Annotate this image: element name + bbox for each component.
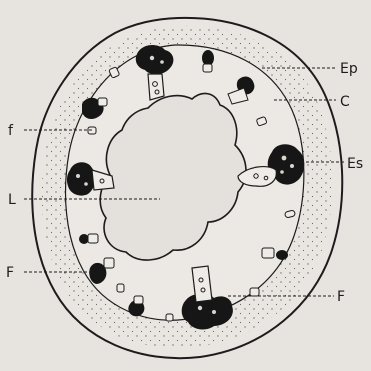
- label-small-bundle: f: [8, 123, 14, 139]
- label-epidermis: Ep: [340, 61, 358, 77]
- label-lacuna: L: [8, 192, 16, 208]
- label-bundle-right: F: [337, 289, 345, 305]
- label-bundle-left: F: [6, 265, 14, 281]
- vascular-bundle-left-lower: [79, 234, 98, 244]
- label-endosperm-sheath: Es: [347, 156, 363, 172]
- label-cortex: C: [340, 94, 350, 110]
- vascular-bundle-top-right: [202, 50, 214, 72]
